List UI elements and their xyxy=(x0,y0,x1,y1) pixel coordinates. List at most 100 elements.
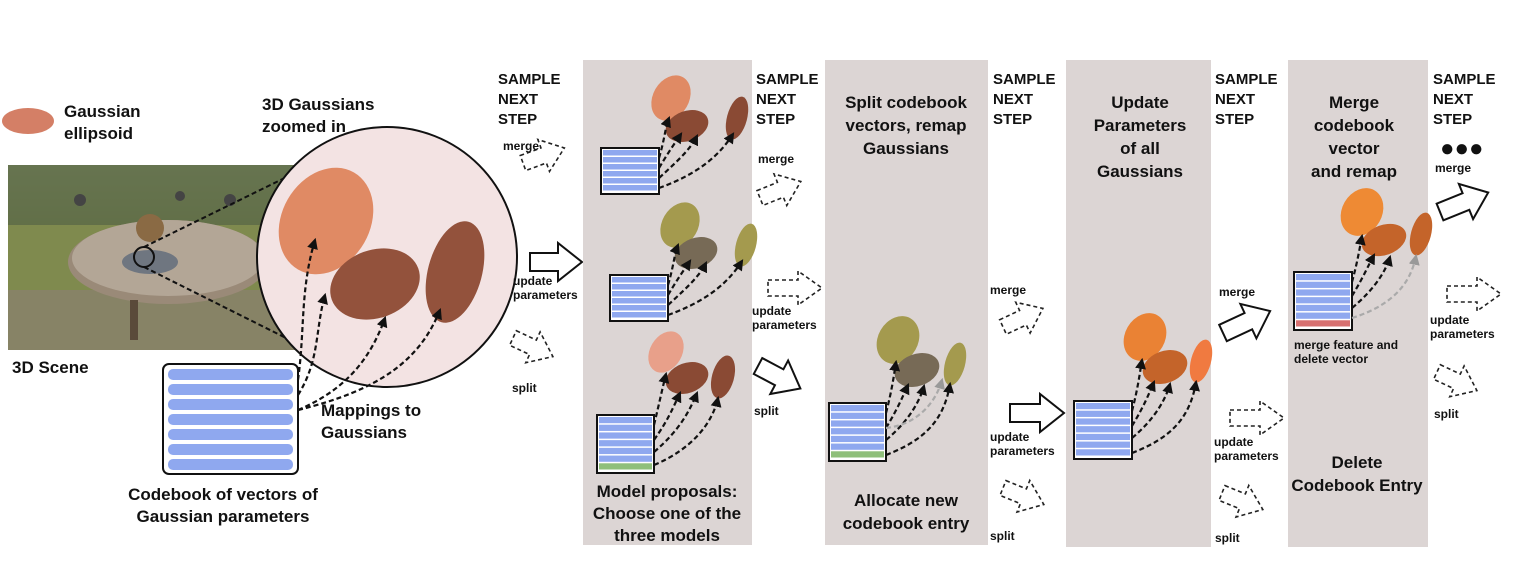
mapping-arrow xyxy=(653,395,722,467)
codebook-row xyxy=(168,429,293,440)
update-option-2 xyxy=(767,269,824,307)
merge-label-1: merge xyxy=(503,139,539,153)
ellipsis-icon: ●●● xyxy=(1440,135,1484,162)
split-option-4 xyxy=(1217,483,1265,519)
codebook-row xyxy=(1076,433,1130,441)
mapping-arrow xyxy=(1131,379,1156,427)
mapping-arrow xyxy=(653,390,699,453)
codebook-row xyxy=(168,459,293,470)
mapping-arrow xyxy=(1351,253,1376,297)
codebook-row xyxy=(168,414,293,425)
codebook-row xyxy=(831,412,884,419)
gaussian-ellipse xyxy=(725,96,749,140)
mapping-arrow xyxy=(667,261,707,306)
codebook-row xyxy=(1296,312,1350,319)
mapping-arrow xyxy=(658,132,683,169)
main-codebook xyxy=(162,363,299,475)
codebook-row xyxy=(599,447,652,455)
mapping-arrow xyxy=(1131,379,1200,455)
scene-label: 3D Scene xyxy=(12,358,89,377)
zoom-gaussian-brown-2 xyxy=(425,221,485,323)
mapping-arrow xyxy=(885,383,927,441)
merge-label-5: merge xyxy=(1435,161,1471,175)
codebook-row xyxy=(831,420,884,427)
update-option-4 xyxy=(1229,399,1286,437)
codebook-row xyxy=(1296,304,1350,312)
gaussian-ellipse xyxy=(648,331,684,373)
mapping-arrow xyxy=(885,377,945,430)
mapping-arrow xyxy=(652,371,670,426)
merge-option-2 xyxy=(755,172,803,208)
split-option-3 xyxy=(998,478,1046,514)
codebook-row xyxy=(831,405,884,412)
codebook-extra-row xyxy=(831,451,884,458)
codebook-row xyxy=(603,185,657,191)
mapping-arrow xyxy=(885,383,910,429)
mapping-arrow xyxy=(1130,357,1146,412)
codebook-row xyxy=(1076,441,1130,448)
mapping-arrow xyxy=(297,307,442,412)
gaussian-ellipse xyxy=(660,202,700,248)
codebook-row xyxy=(1296,274,1350,281)
codebook-row xyxy=(599,417,652,424)
mapping-arrow xyxy=(658,132,735,190)
zoom-gaussian-brown-1 xyxy=(330,248,420,320)
update-option-1[interactable] xyxy=(529,240,584,284)
mapping-arrow xyxy=(884,359,901,414)
mapping-arrow xyxy=(667,259,744,317)
codebook-row xyxy=(612,312,666,318)
update-option-5 xyxy=(1446,275,1503,313)
gaussian-ellipse xyxy=(1142,350,1188,384)
codebook-row xyxy=(599,432,652,439)
codebook-row xyxy=(612,291,666,297)
zoom-gaussian-orange xyxy=(278,167,374,275)
split-label-1: split xyxy=(512,381,537,395)
update-panel xyxy=(1066,60,1211,547)
zoom-line-top xyxy=(143,167,306,248)
split-option-2[interactable] xyxy=(749,349,809,405)
mapping-arrow xyxy=(297,292,328,396)
mapping-arrow xyxy=(666,242,680,286)
mapping-arrow xyxy=(667,259,692,296)
codebook-row xyxy=(612,284,666,290)
mapping-arrow xyxy=(653,391,682,441)
merge-option-5[interactable] xyxy=(1433,175,1495,230)
codebook-row xyxy=(1296,297,1350,304)
merge-option-4[interactable] xyxy=(1215,294,1278,350)
codebook-row xyxy=(1296,289,1350,296)
codebook-row xyxy=(612,277,666,283)
codebook-row xyxy=(1296,281,1350,288)
update-option-3[interactable] xyxy=(1009,391,1066,435)
codebook-row xyxy=(603,164,657,170)
merge-label-3: merge xyxy=(990,283,1026,297)
split-panel xyxy=(825,60,988,545)
mapping-arrow xyxy=(885,381,954,457)
gaussian-ellipse xyxy=(894,353,940,387)
codebook-row xyxy=(599,455,652,462)
codebook-row xyxy=(1076,410,1130,417)
codebook-extra-row xyxy=(1296,320,1350,327)
scene-photo xyxy=(8,165,298,350)
merge-option-1 xyxy=(519,138,566,174)
codebook-row xyxy=(831,443,884,450)
gaussian-ellipse xyxy=(1409,212,1433,256)
codebook-row xyxy=(1076,426,1130,433)
mapping-arrow xyxy=(658,134,698,179)
codebook-row xyxy=(1076,418,1130,425)
gaussian-ellipse xyxy=(1340,188,1384,236)
